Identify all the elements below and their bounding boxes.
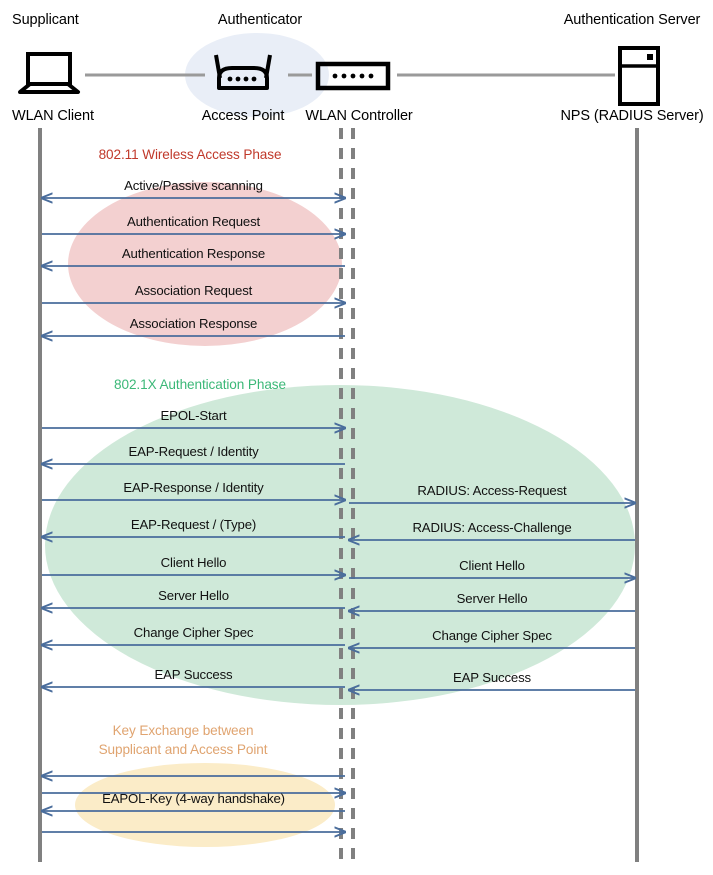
- role-title-supplicant: Supplicant: [12, 12, 79, 28]
- role-title-authentication-server: Authentication Server: [563, 12, 701, 28]
- role-device-nps-radius-server: NPS (RADIUS Server): [560, 108, 704, 124]
- message-label: Association Response: [129, 316, 258, 331]
- message-label: EPOL-Start: [160, 408, 227, 423]
- message-label: Association Request: [134, 283, 253, 298]
- ellipse-dot1x-authentication-phase: [45, 385, 635, 705]
- role-device-access-point: Access Point: [201, 108, 285, 124]
- phase-title-key-exchange: Key Exchange between Supplicant and Acce…: [99, 722, 268, 760]
- message-label: Client Hello: [160, 555, 227, 570]
- authenticator-halo: [185, 33, 329, 117]
- message-label: EAP-Request / (Type): [130, 517, 257, 532]
- ellipse-wireless-access-phase: [68, 182, 342, 346]
- role-title-authenticator: Authenticator: [217, 12, 303, 28]
- message-label: EAP Success: [154, 667, 233, 682]
- message-label: Authentication Response: [121, 246, 266, 261]
- phase-title-wireless-access: 802.11 Wireless Access Phase: [99, 146, 282, 165]
- message-label: Server Hello: [456, 591, 528, 606]
- access-point-icon: [214, 54, 272, 90]
- wlan-controller-icon: [315, 61, 391, 91]
- phase-title-line: Key Exchange between: [112, 723, 254, 738]
- role-device-wlan-client: WLAN Client: [12, 108, 94, 124]
- phase-title-line: 802.11 Wireless Access Phase: [98, 147, 282, 162]
- message-label: RADIUS: Access-Challenge: [412, 520, 572, 535]
- phase-ellipses: [45, 182, 635, 847]
- role-device-wlan-controller: WLAN Controller: [305, 108, 413, 124]
- ellipse-key-exchange-phase: [75, 763, 335, 847]
- laptop-icon: [18, 52, 80, 94]
- message-arrows: [42, 198, 635, 832]
- message-label: Client Hello: [459, 558, 525, 573]
- message-label: EAP-Request / Identity: [128, 444, 259, 459]
- message-label: EAP-Response / Identity: [123, 480, 264, 495]
- server-icon: [618, 46, 660, 106]
- message-label: EAP Success: [452, 670, 532, 685]
- message-label: Active/Passive scanning: [124, 178, 263, 193]
- phase-title-dot1x-authentication: 802.1X Authentication Phase: [114, 376, 286, 395]
- phase-title-line: Supplicant and Access Point: [98, 741, 268, 757]
- message-label: Server Hello: [158, 588, 229, 603]
- message-label: Change Cipher Spec: [133, 625, 254, 640]
- phase-title-line: 802.1X Authentication Phase: [114, 377, 286, 392]
- message-label: RADIUS: Access-Request: [417, 483, 567, 498]
- message-label: Change Cipher Spec: [432, 628, 552, 643]
- message-label: Authentication Request: [126, 214, 261, 229]
- message-label: EAPOL-Key (4-way handshake): [102, 791, 285, 806]
